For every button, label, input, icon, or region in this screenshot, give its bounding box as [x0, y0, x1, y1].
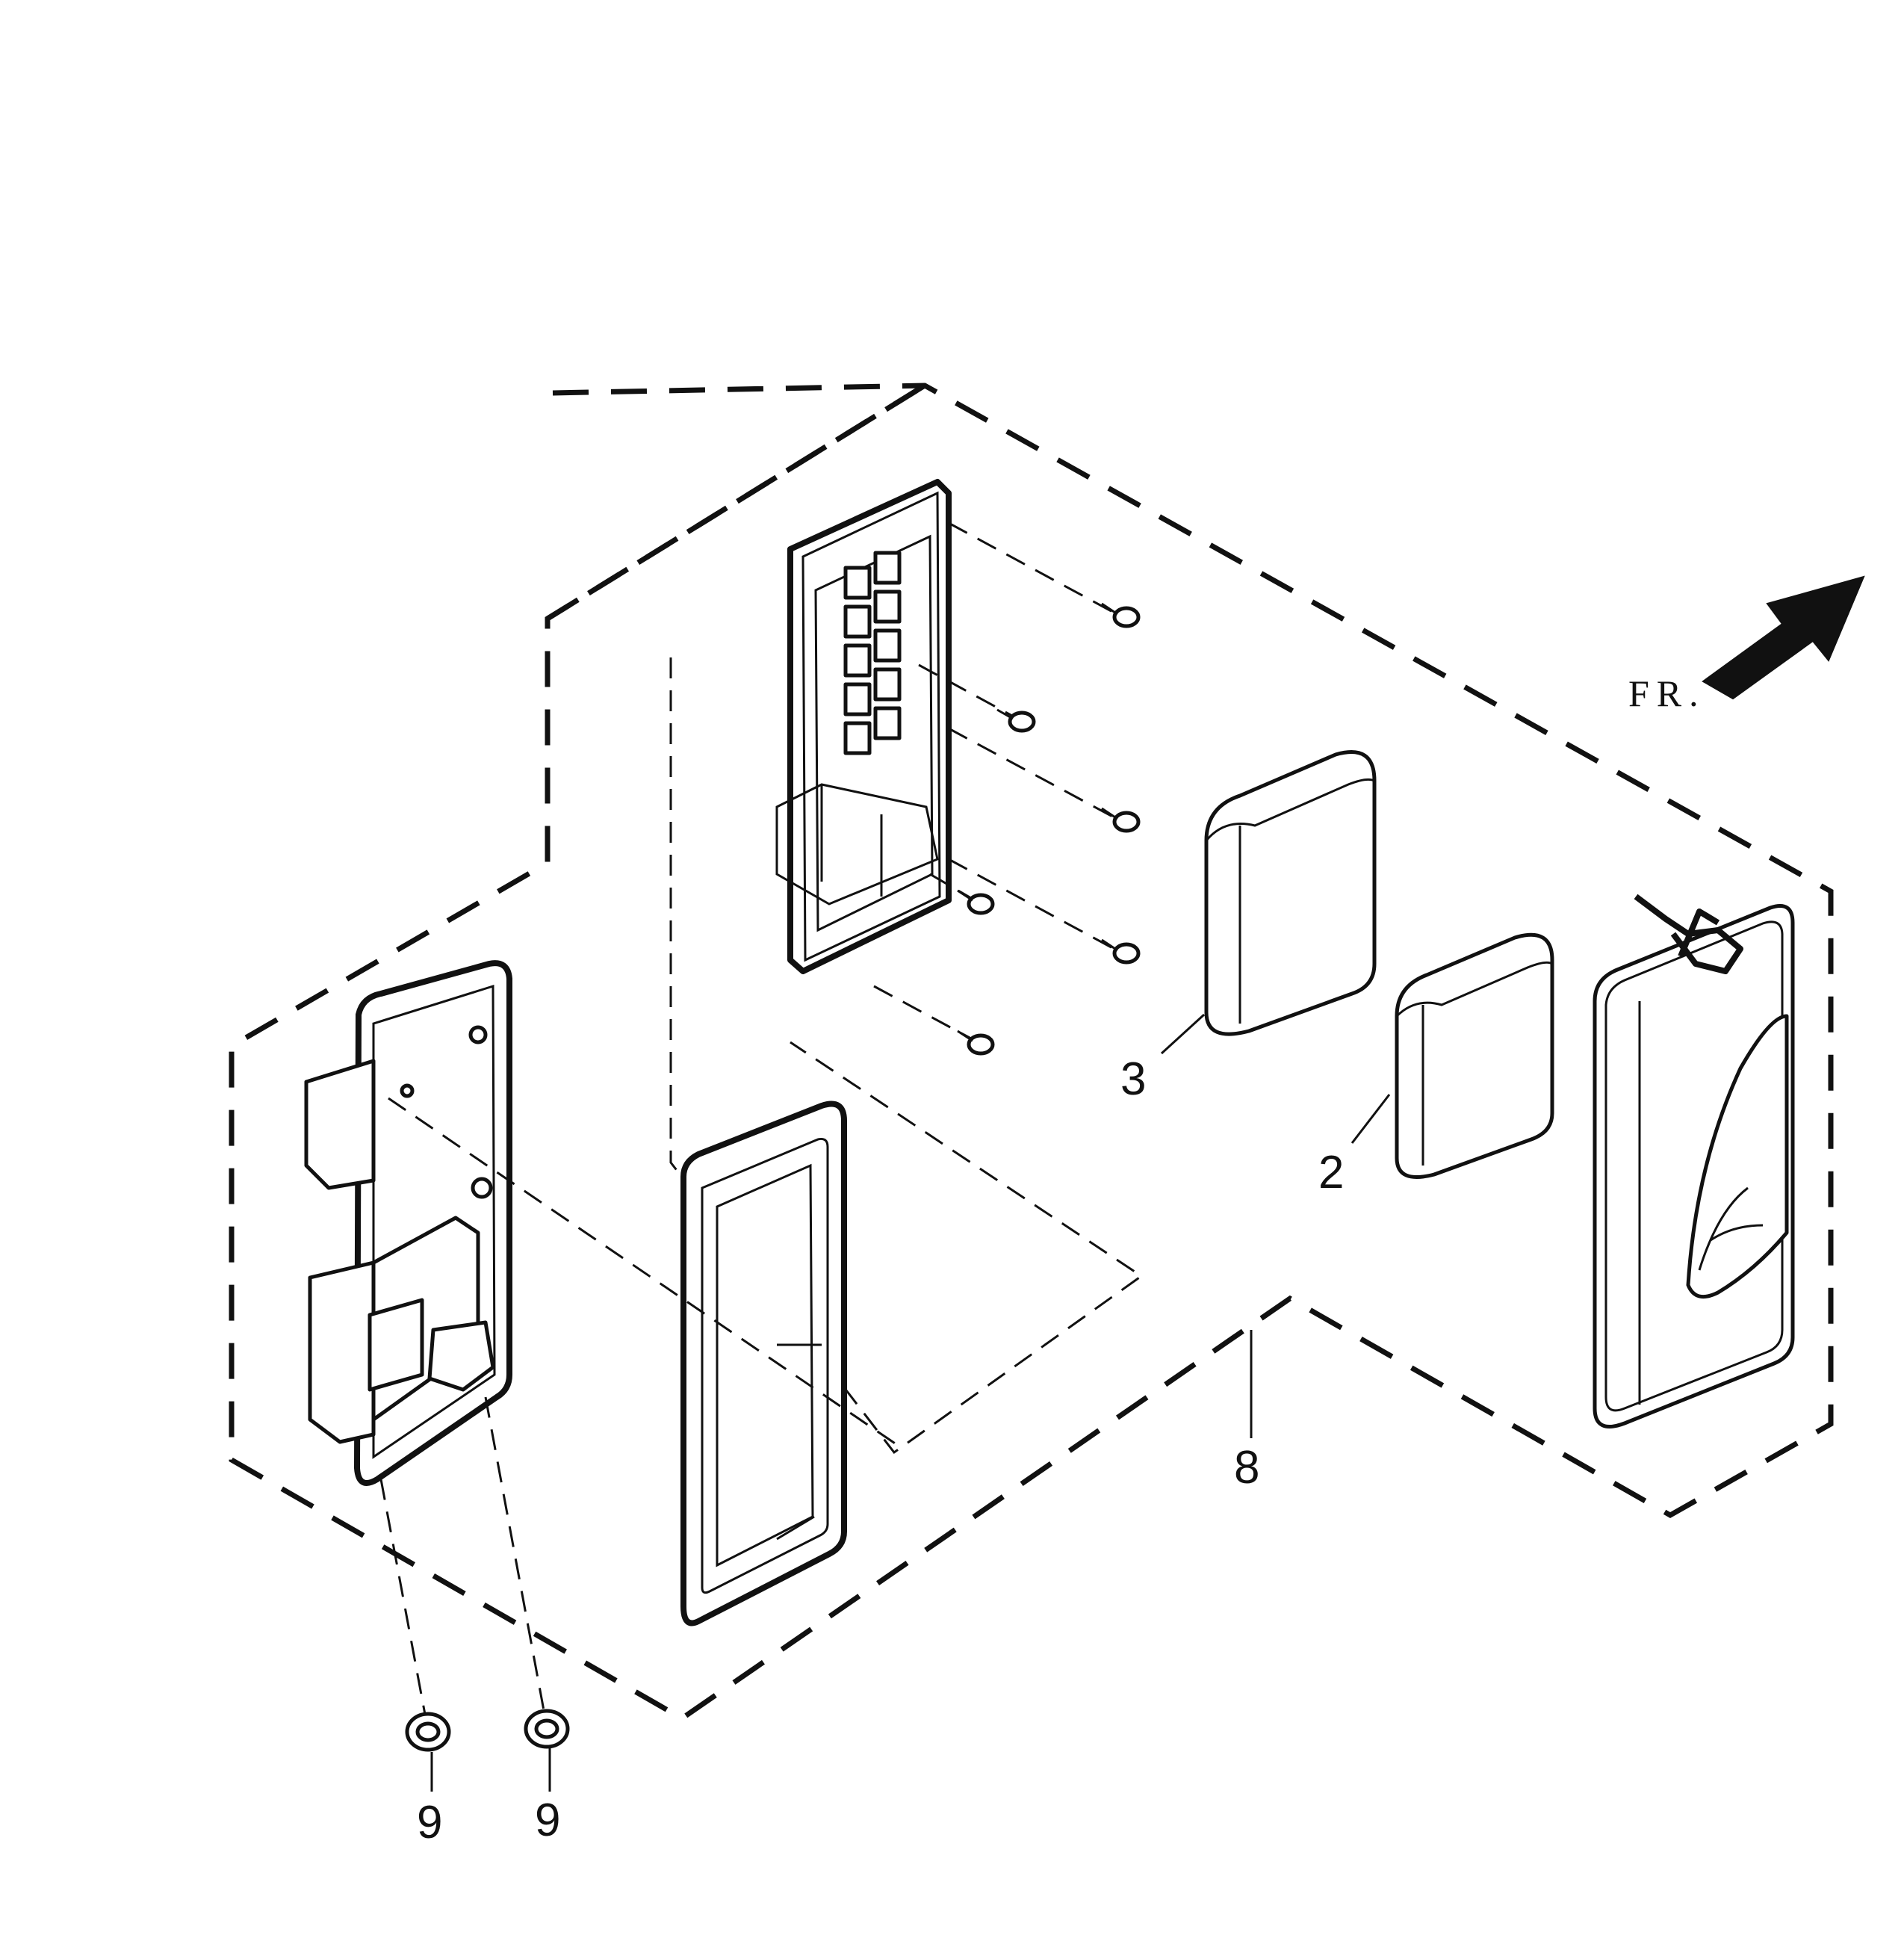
nut-guide-line-right: [484, 1396, 547, 1719]
element-3: [1204, 750, 1377, 1036]
callout-8: 8: [1234, 1442, 1259, 1493]
callout-9-left: 9: [417, 1797, 442, 1848]
air-cleaner-base: [304, 960, 512, 1486]
nut-right: [524, 1709, 570, 1749]
front-direction-arrow-icon: [1702, 575, 1865, 700]
leader-2: [1351, 1094, 1391, 1144]
nut-left: [405, 1712, 451, 1752]
callout-9-right: 9: [535, 1795, 560, 1846]
air-cleaner-cover: [1593, 894, 1795, 1428]
intake-grid: [843, 551, 902, 755]
cover-guide-outline: [669, 657, 1144, 1455]
base-guide-line: [388, 1097, 905, 1451]
front-direction-label: FR.: [1628, 672, 1706, 714]
element-2: [1395, 932, 1554, 1179]
screws: [873, 521, 1141, 1056]
gasket-frame: [680, 1101, 847, 1626]
callout-2: 2: [1318, 1147, 1344, 1198]
nut-guide-line-left: [379, 1479, 427, 1719]
assembly-boundary: [229, 383, 1834, 1722]
assembly-boundary-top: [546, 383, 926, 621]
callout-3: 3: [1120, 1053, 1146, 1105]
air-cleaner-case: [775, 479, 952, 974]
leader-3: [1160, 1013, 1206, 1055]
